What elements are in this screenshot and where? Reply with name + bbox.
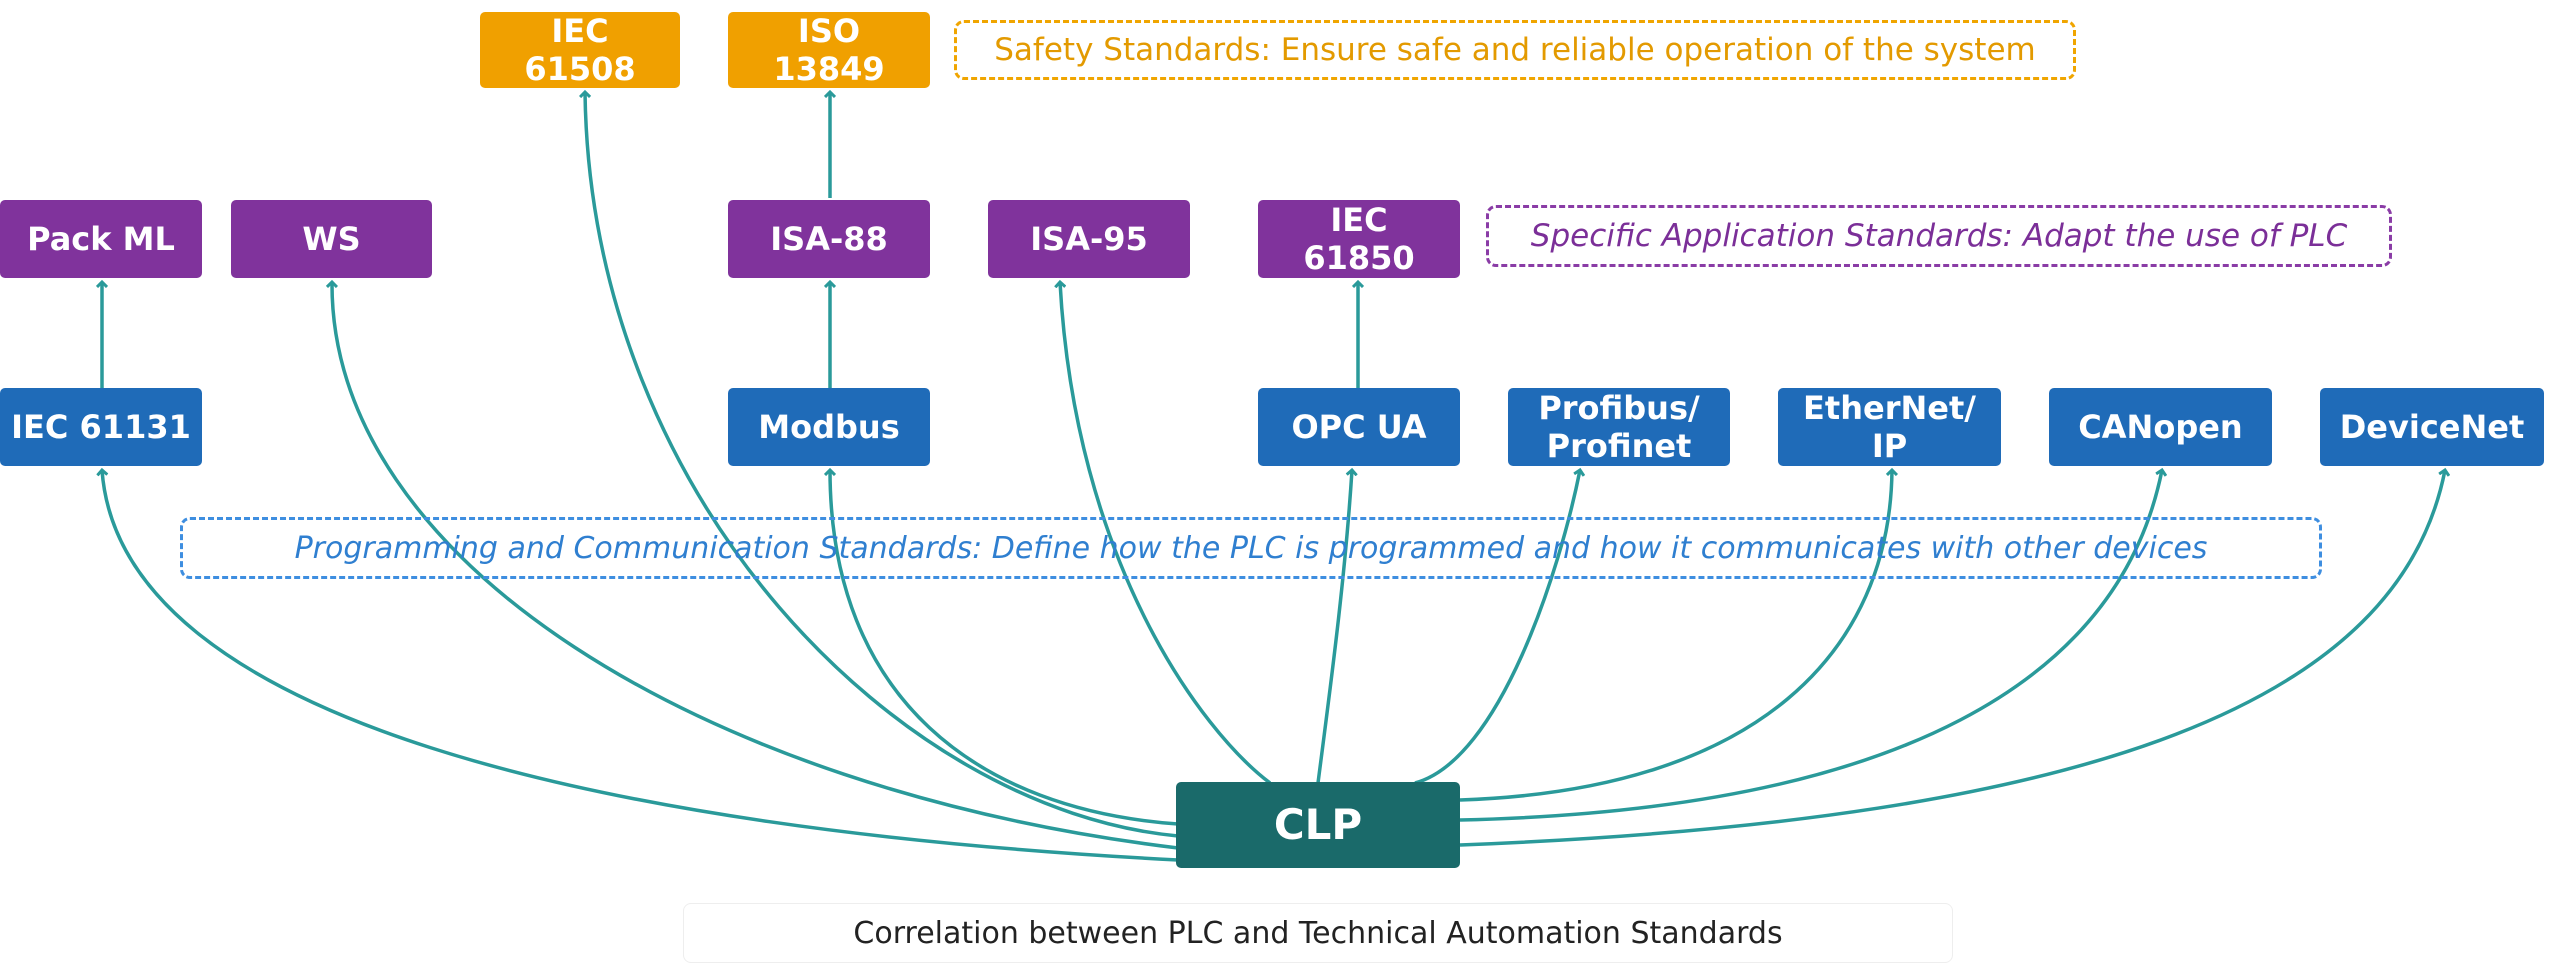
edge-clp-ethernetip [1459, 470, 1892, 802]
node-opc-ua: OPC UA [1258, 388, 1460, 466]
note-application-standards: Specific Application Standards: Adapt th… [1486, 205, 2392, 267]
node-ethernet-ip: EtherNet/ IP [1778, 388, 2001, 466]
note-programming-communication-standards: Programming and Communication Standards:… [180, 517, 2322, 579]
node-canopen: CANopen [2049, 388, 2272, 466]
node-devicenet: DeviceNet [2320, 388, 2544, 466]
edge-clp-ws [332, 282, 1179, 850]
node-modbus: Modbus [728, 388, 930, 466]
node-iec-61850: IEC 61850 [1258, 200, 1460, 278]
node-clp: CLP [1176, 782, 1460, 868]
node-ws: WS [231, 200, 432, 278]
figure-caption: Correlation between PLC and Technical Au… [683, 903, 1953, 963]
edge-clp-devicenet [1459, 470, 2445, 847]
node-profibus-profinet: Profibus/ Profinet [1508, 388, 1730, 466]
edge-clp-profibus [1414, 470, 1580, 785]
edge-clp-iec61508 [585, 92, 1179, 838]
note-safety-standards: Safety Standards: Ensure safe and reliab… [954, 20, 2076, 80]
edge-clp-opcua [1316, 470, 1352, 784]
node-iec-61508: IEC 61508 [480, 12, 680, 88]
edge-clp-canopen [1459, 470, 2162, 822]
node-pack-ml: Pack ML [0, 200, 202, 278]
node-iec-61131: IEC 61131 [0, 388, 202, 466]
edge-clp-iec61131 [102, 470, 1179, 862]
node-isa-88: ISA-88 [728, 200, 930, 278]
node-isa-95: ISA-95 [988, 200, 1190, 278]
node-iso-13849: ISO 13849 [728, 12, 930, 88]
edge-clp-isa95 [1060, 282, 1272, 785]
edge-clp-modbus [830, 470, 1179, 826]
